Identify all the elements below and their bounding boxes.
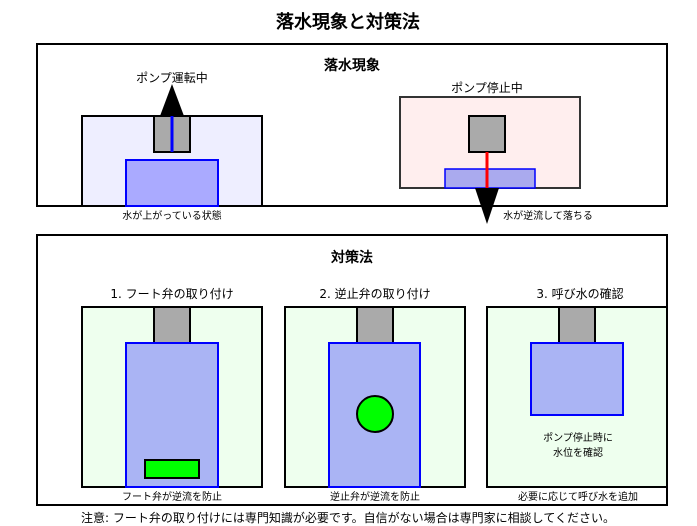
water-stopped [444, 168, 536, 189]
check-valve-caption: 逆止弁が逆流を防止 [330, 490, 420, 503]
up-arrow-icon [160, 84, 184, 116]
pump [356, 306, 394, 344]
priming-note-line2: 水位を確認 [553, 446, 603, 459]
pump-running-label: ポンプ運転中 [136, 70, 208, 85]
water-running [125, 159, 219, 207]
countermeasures-section: 対策法 1. フート弁の取り付け フート弁が逆流を防止 2. 逆止弁の取り付け … [36, 234, 668, 506]
check-valve [356, 395, 394, 433]
pump-running-diagram: ポンプ運転中 水が上がっている状態 [81, 70, 263, 222]
pump [558, 306, 596, 344]
diagram-title: 落水現象と対策法 [276, 11, 420, 33]
phenomenon-heading: 落水現象 [324, 57, 380, 74]
check-valve-panel: 2. 逆止弁の取り付け 逆止弁が逆流を防止 [284, 286, 466, 503]
pump-stopped-label: ポンプ停止中 [451, 80, 523, 95]
foot-valve [144, 459, 200, 479]
phenomenon-section: 落水現象 ポンプ運転中 水が上がっている状態 ポンプ停止中 水が逆流して落ちる [36, 43, 668, 224]
countermeasures-heading: 対策法 [330, 249, 373, 266]
pump-stopped-caption: 水が逆流して落ちる [503, 209, 593, 222]
foot-valve-panel: 1. フート弁の取り付け フート弁が逆流を防止 [81, 286, 263, 503]
caution-note: 注意: フート弁の取り付けには専門知識が必要です。自信がない場合は専門家に相談し… [81, 510, 615, 525]
pump-stopped [468, 115, 506, 153]
water [530, 342, 624, 416]
pump [153, 306, 191, 344]
check-valve-title: 2. 逆止弁の取り付け [319, 286, 430, 301]
priming-water-title: 3. 呼び水の確認 [536, 286, 623, 301]
foot-valve-title: 1. フート弁の取り付け [110, 286, 233, 301]
priming-water-caption: 必要に応じて呼び水を追加 [518, 490, 638, 503]
pump-stopped-diagram: ポンプ停止中 水が逆流して落ちる [399, 80, 593, 224]
foot-valve-caption: フート弁が逆流を防止 [122, 490, 222, 503]
pump-running-caption: 水が上がっている状態 [122, 209, 222, 222]
priming-note-line1: ポンプ停止時に [543, 431, 613, 444]
down-arrow-icon [475, 188, 499, 224]
priming-water-panel: 3. 呼び水の確認 ポンプ停止時に 水位を確認 必要に応じて呼び水を追加 [486, 286, 668, 503]
